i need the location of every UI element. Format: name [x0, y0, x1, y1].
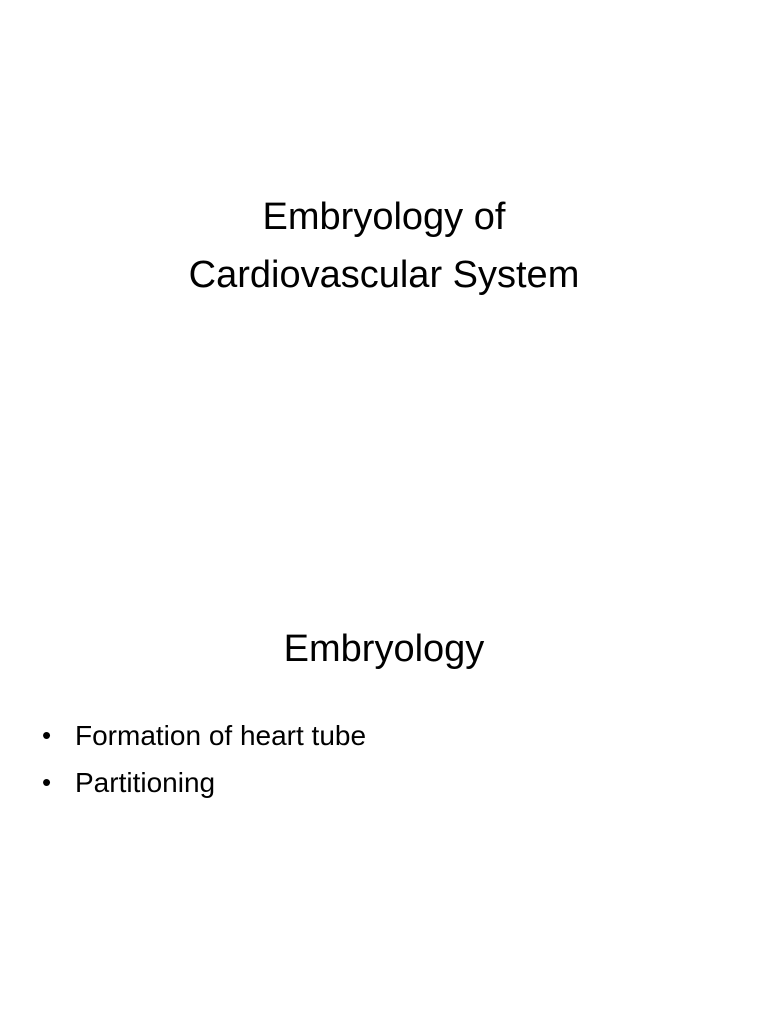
presentation-title-line-2: Cardiovascular System [188, 254, 580, 296]
list-item: • Partitioning [42, 759, 366, 806]
bullet-text: Partitioning [75, 767, 216, 798]
bullet-text: Formation of heart tube [75, 720, 367, 751]
presentation-title: Embryology of Cardiovascular System [0, 188, 768, 304]
slide-title: Embryology [283, 628, 485, 670]
content-slide: Embryology • Formation of heart tube • P… [0, 512, 768, 1024]
bullet-icon: • [42, 720, 52, 750]
bullet-icon: • [42, 767, 52, 797]
bullet-list: • Formation of heart tube • Partitioning [42, 712, 366, 806]
presentation-title-line-1: Embryology of [262, 196, 506, 238]
list-item: • Formation of heart tube [42, 712, 366, 759]
title-slide: Embryology of Cardiovascular System [0, 188, 768, 304]
